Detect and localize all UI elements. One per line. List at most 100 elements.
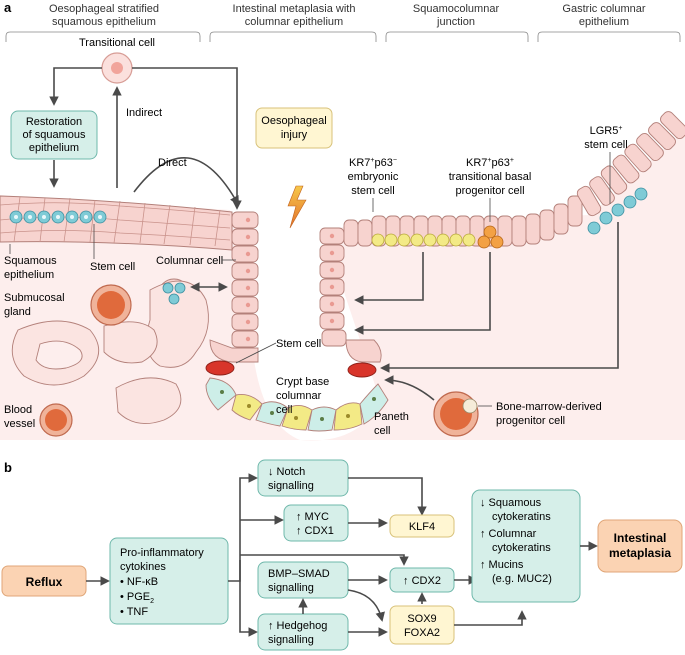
crypt-arrows bbox=[354, 222, 619, 401]
svg-text:signalling: signalling bbox=[268, 582, 314, 594]
svg-text:↑ CDX1: ↑ CDX1 bbox=[296, 525, 334, 537]
svg-text:↑ Hedgehog: ↑ Hedgehog bbox=[268, 620, 327, 632]
svg-text:Blood: Blood bbox=[4, 404, 32, 416]
svg-text:signalling: signalling bbox=[268, 480, 314, 492]
submucosal-gland-label: Submucosal gland bbox=[4, 292, 65, 318]
injury-label: Oesophageal injury bbox=[261, 115, 326, 141]
svg-text:embryonic: embryonic bbox=[348, 171, 399, 183]
header-gastric: Gastric columnar epithelium bbox=[562, 3, 645, 28]
bmp-label: BMP–SMAD signalling bbox=[268, 568, 330, 594]
svg-text:metaplasia: metaplasia bbox=[609, 546, 671, 560]
svg-text:of squamous: of squamous bbox=[23, 129, 86, 141]
svg-text:Restoration: Restoration bbox=[26, 116, 82, 128]
klf4-label: KLF4 bbox=[409, 521, 435, 533]
svg-text:Submucosal: Submucosal bbox=[4, 292, 65, 304]
svg-text:(e.g. MUC2): (e.g. MUC2) bbox=[492, 573, 552, 585]
svg-text:• NF-κB: • NF-κB bbox=[120, 576, 158, 588]
restoration-box bbox=[10, 110, 98, 160]
gastric-epithelium bbox=[576, 111, 685, 217]
notch-label: ↓ Notch signalling bbox=[268, 466, 314, 492]
svg-text:transitional basal: transitional basal bbox=[449, 171, 532, 183]
svg-text:progenitor cell: progenitor cell bbox=[496, 415, 565, 427]
svg-text:Pro-inflammatory: Pro-inflammatory bbox=[120, 547, 204, 559]
svg-text:junction: junction bbox=[436, 16, 475, 28]
svg-text:↑ Columnar: ↑ Columnar bbox=[480, 528, 537, 540]
crypt-base bbox=[205, 339, 389, 432]
svg-text:↓ Squamous: ↓ Squamous bbox=[480, 497, 542, 509]
effects-label: ↓ Squamous cytokeratins ↑ Columnar cytok… bbox=[480, 497, 552, 585]
svg-text:• PGE2: • PGE2 bbox=[120, 591, 154, 605]
svg-text:stem cell: stem cell bbox=[351, 185, 394, 197]
header-brackets bbox=[5, 31, 681, 42]
svg-text:LGR5+: LGR5+ bbox=[590, 125, 623, 137]
direct-label: Direct bbox=[158, 157, 187, 169]
klf4-box bbox=[389, 514, 455, 538]
svg-text:↓ Notch: ↓ Notch bbox=[268, 466, 305, 478]
result-label: Intestinal metaplasia bbox=[609, 531, 671, 560]
paneth-label: Paneth cell bbox=[374, 411, 409, 437]
svg-text:gland: gland bbox=[4, 306, 31, 318]
svg-text:Bone-marrow-derived: Bone-marrow-derived bbox=[496, 401, 602, 413]
blood-vessel bbox=[39, 284, 132, 437]
svg-text:epithelium: epithelium bbox=[579, 16, 629, 28]
kr7-transitional-cells bbox=[477, 225, 504, 249]
result-box bbox=[597, 519, 683, 573]
restoration-arrows bbox=[49, 67, 242, 210]
indirect-label: Indirect bbox=[126, 107, 162, 119]
injury-box bbox=[255, 107, 333, 149]
svg-text:SOX9: SOX9 bbox=[407, 613, 436, 625]
svg-text:Gastric columnar: Gastric columnar bbox=[562, 3, 645, 15]
kr7-embryonic-label: KR7+p63− embryonic stem cell bbox=[348, 157, 399, 197]
stem-cell-left-label: Stem cell bbox=[90, 261, 135, 273]
svg-text:cell: cell bbox=[374, 425, 391, 437]
myc-label: ↑ MYC ↑ CDX1 bbox=[296, 511, 334, 537]
kr7-transitional-label: KR7+p63+ transitional basal progenitor c… bbox=[449, 157, 532, 197]
submucosal-gland bbox=[11, 278, 209, 425]
blood-vessel-label: Blood vessel bbox=[4, 404, 35, 430]
svg-text:columnar: columnar bbox=[276, 390, 322, 402]
cytokine-arrows bbox=[228, 473, 409, 637]
header-oesophageal: Oesophageal stratified squamous epitheli… bbox=[49, 3, 159, 28]
lightning-icon bbox=[287, 185, 307, 229]
lgr5-stem-cells bbox=[587, 187, 648, 235]
svg-text:Squamous: Squamous bbox=[4, 255, 57, 267]
kr7-embryonic-stem-cells bbox=[371, 233, 476, 247]
svg-text:↑ Mucins: ↑ Mucins bbox=[480, 559, 524, 571]
svg-text:columnar epithelium: columnar epithelium bbox=[245, 16, 343, 28]
squamous-epithelium-label: Squamous epithelium bbox=[4, 255, 57, 281]
svg-text:epithelium: epithelium bbox=[29, 142, 79, 154]
svg-text:FOXA2: FOXA2 bbox=[404, 627, 440, 639]
svg-text:stem cell: stem cell bbox=[584, 139, 627, 151]
columnar-cell-label: Columnar cell bbox=[156, 255, 223, 267]
svg-text:progenitor cell: progenitor cell bbox=[455, 185, 524, 197]
svg-text:vessel: vessel bbox=[4, 418, 35, 430]
reflux-label: Reflux bbox=[26, 575, 63, 589]
svg-text:KR7+p63−: KR7+p63− bbox=[349, 157, 397, 169]
svg-text:BMP–SMAD: BMP–SMAD bbox=[268, 568, 330, 580]
squamous-epithelium bbox=[0, 195, 233, 251]
svg-text:signalling: signalling bbox=[268, 634, 314, 646]
svg-text:squamous epithelium: squamous epithelium bbox=[52, 16, 156, 28]
bone-marrow-cell bbox=[433, 391, 479, 437]
svg-text:injury: injury bbox=[281, 129, 308, 141]
svg-text:Paneth: Paneth bbox=[374, 411, 409, 423]
columnar-epithelium-left bbox=[231, 211, 259, 348]
panel-b-label: b bbox=[4, 460, 12, 475]
svg-text:Intestinal: Intestinal bbox=[614, 531, 667, 545]
bone-marrow-label: Bone-marrow-derived progenitor cell bbox=[496, 401, 602, 427]
svg-text:Intestinal metaplasia with: Intestinal metaplasia with bbox=[233, 3, 356, 15]
svg-text:epithelium: epithelium bbox=[4, 269, 54, 281]
svg-text:• TNF: • TNF bbox=[120, 606, 148, 618]
stem-cell-crypt-label: Stem cell bbox=[276, 338, 321, 350]
svg-text:Crypt base: Crypt base bbox=[276, 376, 329, 388]
header-intestinal: Intestinal metaplasia with columnar epit… bbox=[233, 3, 356, 28]
svg-text:cytokeratins: cytokeratins bbox=[492, 511, 551, 523]
restoration-label: Restoration of squamous epithelium bbox=[23, 116, 86, 154]
lgr5-label: LGR5+ stem cell bbox=[584, 125, 627, 151]
hedgehog-label: ↑ Hedgehog signalling bbox=[268, 620, 327, 646]
svg-text:Oesophageal stratified: Oesophageal stratified bbox=[49, 3, 159, 15]
svg-text:↑ MYC: ↑ MYC bbox=[296, 511, 329, 523]
sox9-label: SOX9 FOXA2 bbox=[404, 613, 440, 639]
gland-stem-cells bbox=[162, 282, 186, 305]
svg-text:KR7+p63+: KR7+p63+ bbox=[466, 157, 514, 169]
